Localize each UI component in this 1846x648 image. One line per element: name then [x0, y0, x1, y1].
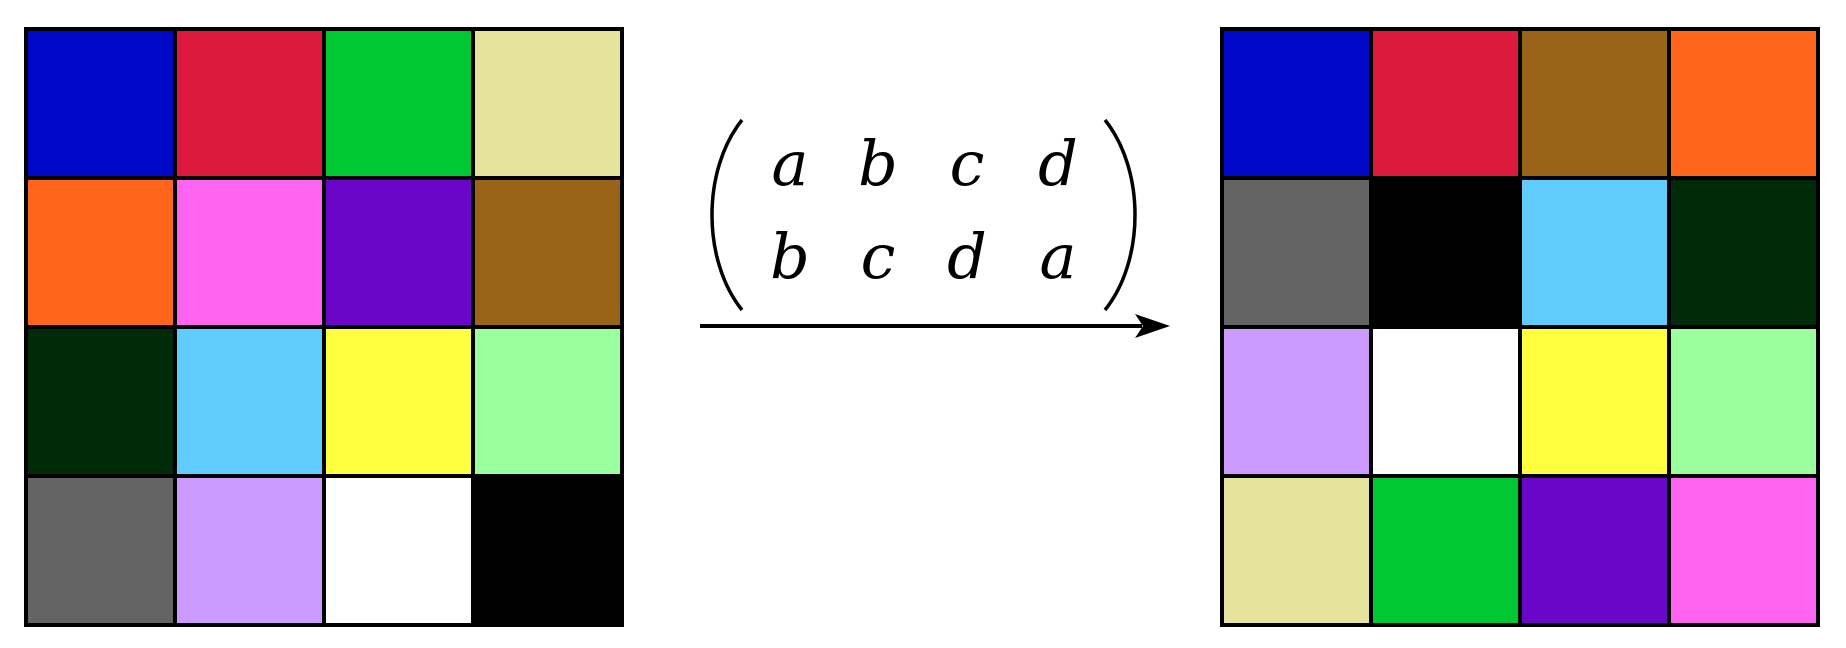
right-cell-r2-c1 — [1224, 180, 1369, 325]
left-cell-r1-c3 — [326, 31, 471, 176]
left-cell-r3-c2 — [177, 329, 322, 474]
left-cell-r4-c3 — [326, 478, 471, 623]
permutation-mapping: a b c d b c d a — [700, 118, 1170, 338]
right-cell-r2-c2 — [1373, 180, 1518, 325]
left-cell-r4-c1 — [28, 478, 173, 623]
right-color-grid — [1220, 27, 1820, 627]
left-cell-r1-c4 — [475, 31, 620, 176]
permutation-bottom-a: a — [1040, 220, 1077, 293]
left-cell-r2-c4 — [475, 180, 620, 325]
left-cell-r2-c1 — [28, 180, 173, 325]
left-cell-r1-c2 — [177, 31, 322, 176]
left-color-grid — [24, 27, 624, 627]
right-cell-r2-c3 — [1522, 180, 1667, 325]
permutation-top-d: d — [1038, 127, 1078, 200]
right-cell-r4-c4 — [1671, 478, 1816, 623]
permutation-top-b: b — [858, 127, 898, 200]
permutation-top-a: a — [772, 127, 809, 200]
right-cell-r1-c1 — [1224, 31, 1369, 176]
right-parenthesis — [1103, 118, 1137, 312]
left-cell-r3-c3 — [326, 329, 471, 474]
right-cell-r1-c2 — [1373, 31, 1518, 176]
right-cell-r2-c4 — [1671, 180, 1816, 325]
right-cell-r1-c3 — [1522, 31, 1667, 176]
right-cell-r3-c3 — [1522, 329, 1667, 474]
permutation-bottom-b: b — [770, 220, 810, 293]
right-cell-r4-c3 — [1522, 478, 1667, 623]
right-cell-r3-c2 — [1373, 329, 1518, 474]
right-cell-r1-c4 — [1671, 31, 1816, 176]
left-cell-r4-c2 — [177, 478, 322, 623]
left-parenthesis — [710, 118, 744, 312]
permutation-bottom-c: c — [861, 220, 896, 293]
left-cell-r3-c1 — [28, 329, 173, 474]
left-cell-r4-c4 — [475, 478, 620, 623]
right-cell-r4-c2 — [1373, 478, 1518, 623]
left-cell-r1-c1 — [28, 31, 173, 176]
left-cell-r2-c3 — [326, 180, 471, 325]
right-cell-r3-c4 — [1671, 329, 1816, 474]
arrow-head-icon — [1135, 314, 1170, 338]
permutation-bottom-d: d — [947, 220, 987, 293]
right-cell-r3-c1 — [1224, 329, 1369, 474]
permutation-top-c: c — [950, 127, 985, 200]
left-cell-r2-c2 — [177, 180, 322, 325]
left-cell-r3-c4 — [475, 329, 620, 474]
right-cell-r4-c1 — [1224, 478, 1369, 623]
